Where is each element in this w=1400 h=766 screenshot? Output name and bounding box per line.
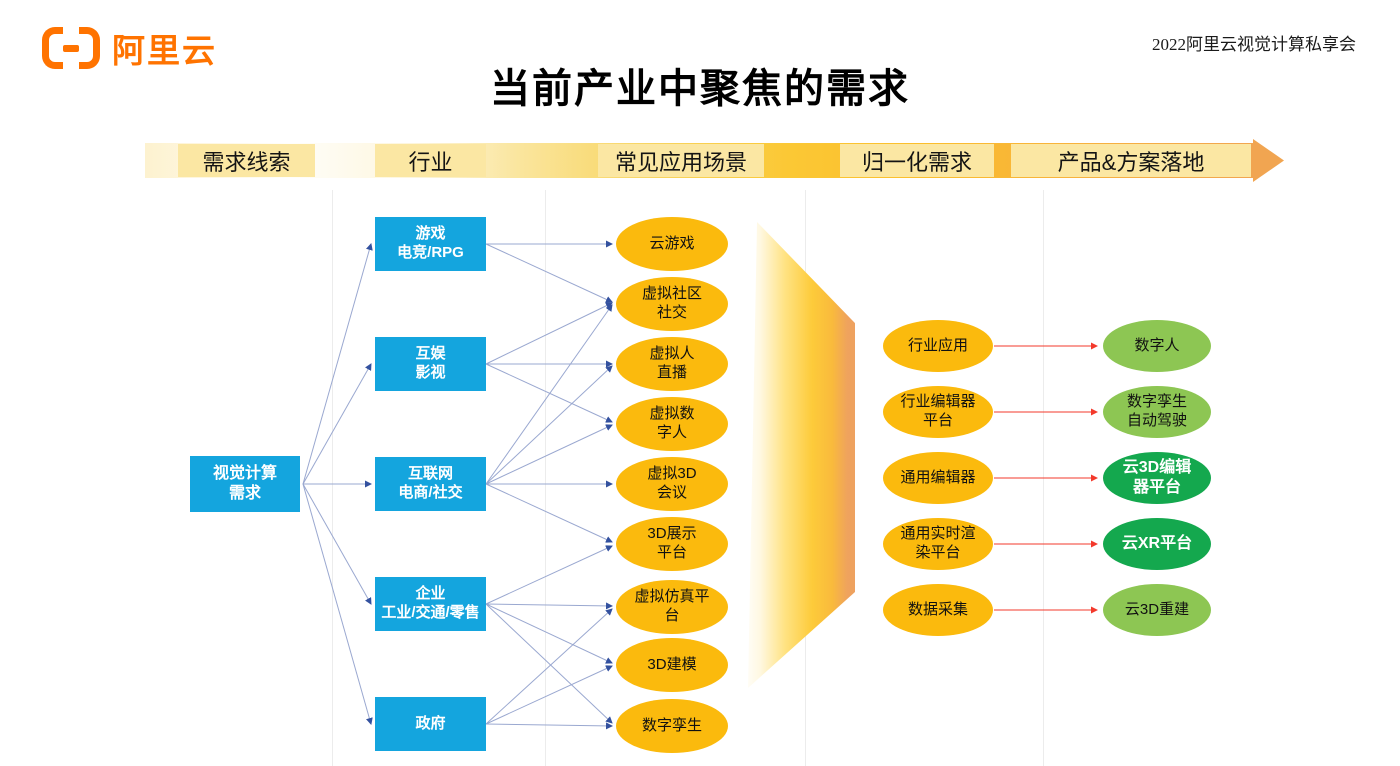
node-scenario-cloud-gaming: 云游戏 [616,217,728,271]
node-demand-data-collection: 数据采集 [883,584,993,636]
node-demand-general-realtime-rendering-platform: 通用实时渲 染平台 [883,518,993,570]
node-industry-enterprise-industrial-traffic-retail: 企业 工业/交通/零售 [375,577,486,631]
node-product-cloud-xr-platform: 云XR平台 [1103,518,1211,570]
flow-transition-arrow [747,222,855,688]
node-demand-industry-editor-platform: 行业编辑器 平台 [883,386,993,438]
node-scenario-3d-display-platform: 3D展示 平台 [616,517,728,571]
node-product-digital-twin-autonomous-driving: 数字孪生 自动驾驶 [1103,386,1211,438]
node-industry-internet-ecommerce-social: 互联网 电商/社交 [375,457,486,511]
page-title: 当前产业中聚焦的需求 [490,67,910,111]
column-separator [545,190,546,766]
node-scenario-3d-modeling: 3D建模 [616,638,728,692]
column-header-common-scenarios: 常见应用场景 [598,144,764,177]
node-scenario-virtual-simulation-platform: 虚拟仿真平 台 [616,580,728,634]
alibaba-cloud-logo: 阿里云 [42,24,217,72]
node-industry-entertainment-film: 互娱 影视 [375,337,486,391]
column-header-product-landing: 产品&方案落地 [1011,144,1251,177]
logo-brand-text: 阿里云 [112,32,217,69]
node-scenario-virtual-3d-meeting: 虚拟3D 会议 [616,457,728,511]
column-separator [1043,190,1044,766]
node-visual-computing-demand: 视觉计算 需求 [190,456,300,512]
node-scenario-virtual-digital-human: 虚拟数 字人 [616,397,728,451]
node-industry-gaming-esports-rpg: 游戏 电竞/RPG [375,217,486,271]
node-product-cloud-3d-reconstruction: 云3D重建 [1103,584,1211,636]
column-separator [332,190,333,766]
event-label: 2022阿里云视觉计算私享会 [1152,35,1356,54]
node-product-digital-human: 数字人 [1103,320,1211,372]
node-scenario-virtual-human-livestream: 虚拟人 直播 [616,337,728,391]
node-scenario-virtual-community-social: 虚拟社区 社交 [616,277,728,331]
node-industry-government: 政府 [375,697,486,751]
column-header-normalized-demand: 归一化需求 [840,144,994,177]
column-header-demand-leads: 需求线索 [178,144,315,177]
node-demand-industry-application: 行业应用 [883,320,993,372]
alibaba-cloud-brackets-icon [42,27,100,69]
node-demand-general-editor: 通用编辑器 [883,452,993,504]
node-scenario-digital-twin: 数字孪生 [616,699,728,753]
column-header-industry: 行业 [375,144,486,177]
node-product-cloud-3d-editor-platform: 云3D编辑 器平台 [1103,452,1211,504]
banner-arrow-tip-icon [1253,139,1284,182]
